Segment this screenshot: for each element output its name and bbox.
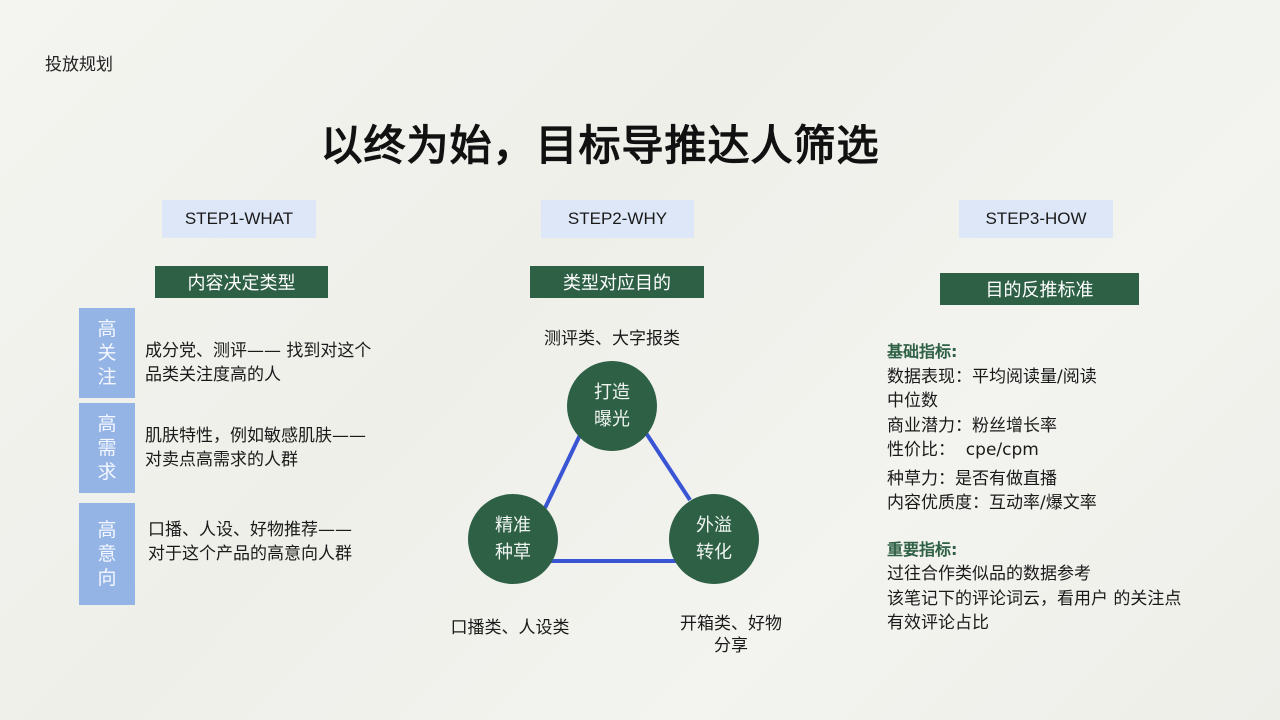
important-metrics-heading: 重要指标:	[887, 539, 958, 559]
section-label: 投放规划	[45, 55, 113, 75]
caption-seeding: 口播类、人设类	[450, 618, 570, 638]
metric-item: 有效评论占比	[887, 613, 989, 633]
caption-exposure: 测评类、大字报类	[544, 329, 680, 349]
desc-high-attention: 成分党、测评—— 找到对这个 品类关注度高的人	[145, 341, 372, 385]
metric-item: 商业潜力：粉丝增长率	[887, 415, 1057, 436]
tag-high-intent: 高 意 向	[79, 503, 135, 605]
node-conversion: 外溢 转化	[669, 494, 759, 584]
metric-item: 过往合作类似品的数据参考	[887, 564, 1091, 584]
metric-item: 中位数	[887, 391, 938, 411]
basic-metrics-heading: 基础指标:	[887, 342, 958, 361]
metric-item: 性价比： cpe/cpm	[887, 440, 1039, 460]
step1-header: STEP1-WHAT	[162, 200, 316, 238]
step2-header: STEP2-WHY	[541, 200, 694, 238]
node-exposure: 打造 曝光	[567, 361, 657, 451]
metric-item: 内容优质度：互动率/爆文率	[887, 493, 1097, 513]
metric-item: 数据表现：平均阅读量/阅读	[887, 366, 1097, 387]
step3-header: STEP3-HOW	[959, 200, 1113, 238]
metrics-panel: 基础指标: 数据表现：平均阅读量/阅读 中位数 商业潜力：粉丝增长率 性价比： …	[887, 340, 1227, 636]
step2-subtitle: 类型对应目的	[530, 266, 704, 298]
page-title: 以终为始，目标导推达人筛选	[320, 121, 880, 170]
metric-item: 该笔记下的评论词云，看用户 的关注点	[887, 588, 1182, 609]
step3-subtitle: 目的反推标准	[940, 273, 1139, 305]
step1-subtitle: 内容决定类型	[155, 266, 328, 298]
tag-high-attention: 高 关 注	[79, 308, 135, 398]
node-seeding: 精准 种草	[468, 494, 558, 584]
desc-high-intent: 口播、人设、好物推荐—— 对于这个产品的高意向人群	[148, 520, 352, 564]
caption-conversion: 开箱类、好物 分享	[680, 614, 782, 656]
desc-high-demand: 肌肤特性，例如敏感肌肤—— 对卖点高需求的人群	[145, 426, 366, 470]
tag-high-demand: 高 需 求	[79, 403, 135, 493]
metric-item: 种草力：是否有做直播	[887, 468, 1057, 489]
